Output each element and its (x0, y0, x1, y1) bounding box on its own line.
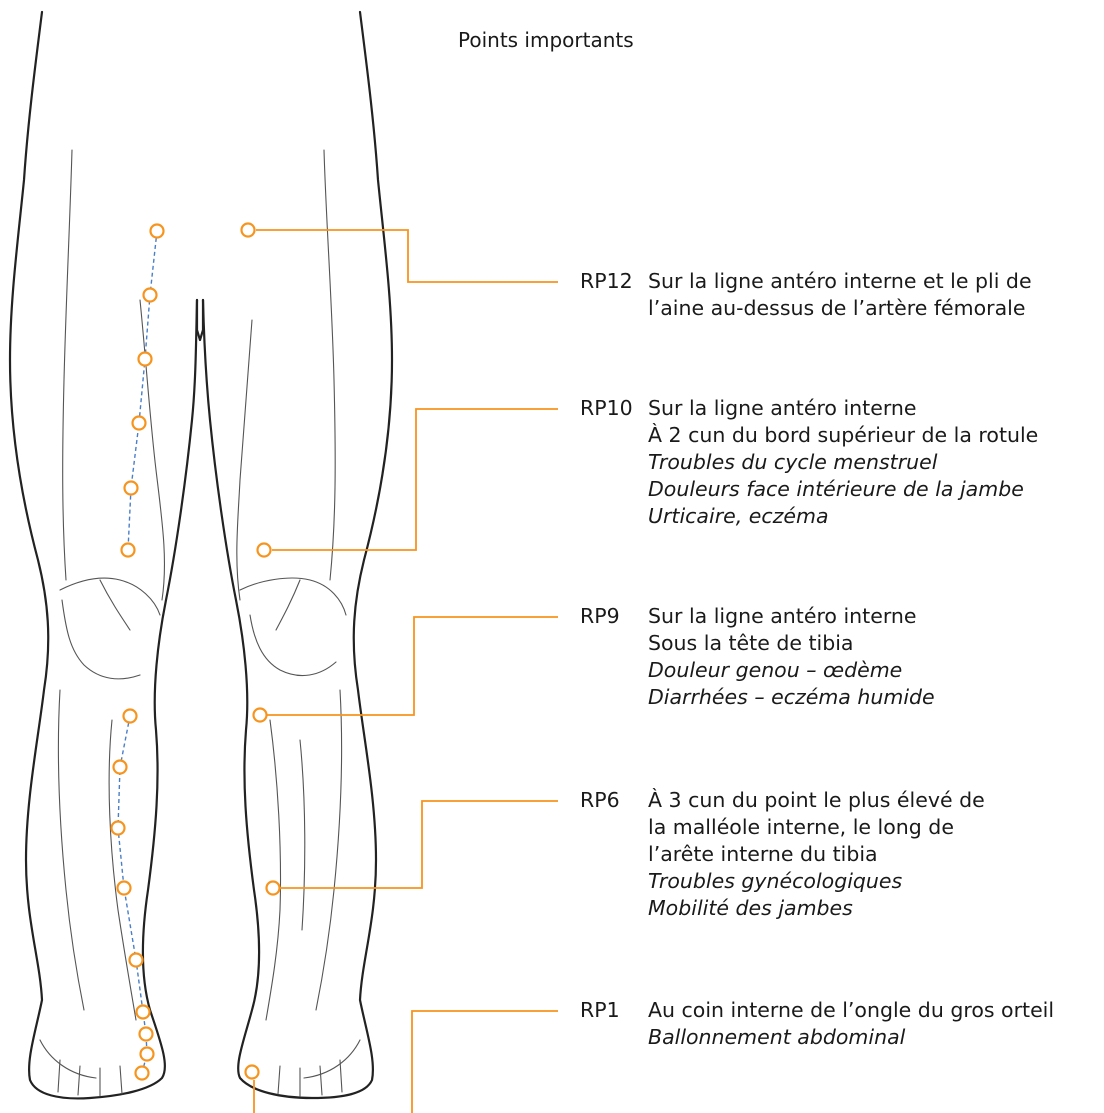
acupoint-marker (141, 1048, 154, 1061)
point-line: l’aine au-dessus de l’artère fémorale (648, 295, 1032, 322)
inner-contours (40, 150, 360, 1096)
acupoint-marker (136, 1067, 149, 1080)
point-line: Mobilité des jambes (648, 895, 985, 922)
leader-lines (254, 230, 558, 1113)
point-line: Au coin interne de l’ongle du gros ortei… (648, 997, 1054, 1024)
point-code: RP6 (580, 787, 620, 814)
acupoint-marker (139, 353, 152, 366)
acupoint-marker (242, 224, 255, 237)
acupoint-marker (130, 954, 143, 967)
point-line: Urticaire, eczéma (648, 503, 1038, 530)
point-line: À 3 cun du point le plus élevé de (648, 787, 985, 814)
acupoint-marker (137, 1006, 150, 1019)
point-code: RP1 (580, 997, 620, 1024)
acupoint-marker (140, 1028, 153, 1041)
diagram-title: Points importants (458, 28, 634, 52)
acupoint-marker (151, 225, 164, 238)
acupoint-marker (112, 822, 125, 835)
point-line: Troubles du cycle menstruel (648, 449, 1038, 476)
acupoint-marker (133, 417, 146, 430)
point-line: Sous la tête de tibia (648, 630, 935, 657)
acupoint-marker (254, 709, 267, 722)
point-line: Sur la ligne antéro interne (648, 395, 1038, 422)
acupoint-marker (144, 289, 157, 302)
acupoint-marker (267, 882, 280, 895)
acupoint-marker (124, 710, 137, 723)
point-line: Sur la ligne antéro interne (648, 603, 935, 630)
point-code: RP10 (580, 395, 633, 422)
acupoint-marker (118, 882, 131, 895)
point-line: Diarrhées – eczéma humide (648, 684, 935, 711)
point-line: Douleur genou – œdème (648, 657, 935, 684)
point-code: RP12 (580, 268, 633, 295)
point-line: Douleurs face intérieure de la jambe (648, 476, 1038, 503)
point-code: RP9 (580, 603, 620, 630)
body-outline (10, 12, 392, 1098)
acupoint-marker (122, 544, 135, 557)
point-line: l’arête interne du tibia (648, 841, 985, 868)
point-line: Sur la ligne antéro interne et le pli de (648, 268, 1032, 295)
acupoint-marker (114, 761, 127, 774)
point-line: Ballonnement abdominal (648, 1024, 1054, 1051)
acupoint-marker (258, 544, 271, 557)
point-line: Troubles gynécologiques (648, 868, 985, 895)
point-line: la malléole interne, le long de (648, 814, 985, 841)
acupoint-marker (246, 1066, 259, 1079)
point-line: À 2 cun du bord supérieur de la rotule (648, 422, 1038, 449)
acupoint-marker (125, 482, 138, 495)
